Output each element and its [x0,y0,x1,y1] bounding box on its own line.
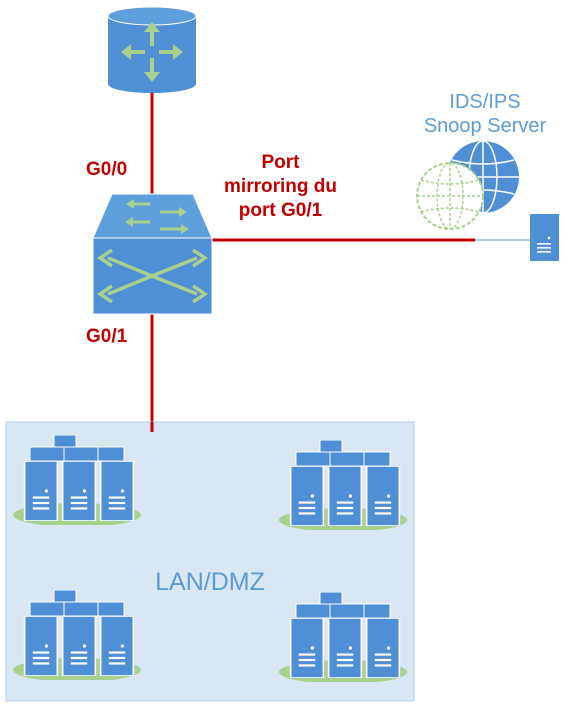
mirroring-label-line3: port G0/1 [238,200,323,221]
ids-label: IDS/IPS Snoop Server [410,90,560,138]
mirroring-label-line1: Port [261,152,300,173]
globe-icon [416,140,519,230]
ids-server-icon [530,214,559,261]
router-icon [107,6,197,93]
port-label-g00: G0/0 [86,159,128,180]
server-cluster-top-left [13,435,141,527]
server-cluster-top-right [279,440,407,532]
server-cluster-bottom-left [13,590,141,682]
server-cluster-bottom-right [279,592,407,684]
ids-label-line1: IDS/IPS [449,91,521,113]
port-label-g01: G0/1 [86,326,128,347]
mirroring-label-line2: mirroring du [224,176,337,197]
zone-label: LAN/DMZ [155,568,265,596]
switch-icon [92,193,213,315]
ids-label-line2: Snoop Server [423,115,547,137]
mirroring-label: Port mirroring du port G0/1 [218,151,343,223]
